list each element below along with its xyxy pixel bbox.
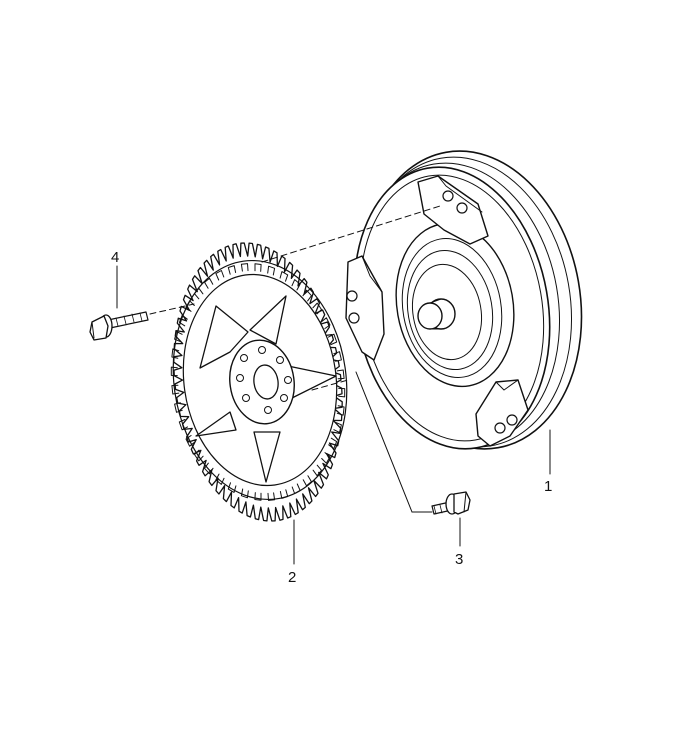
callout-3: 3 xyxy=(455,517,463,568)
torque-converter xyxy=(345,150,583,450)
callout-label-2: 2 xyxy=(288,569,296,586)
callout-2: 2 xyxy=(288,519,296,586)
ring-gear-slots xyxy=(170,263,346,501)
callout-4: 4 xyxy=(111,249,119,309)
callout-label-3: 3 xyxy=(455,551,463,568)
callout-label-1: 1 xyxy=(544,478,552,495)
hex-bolt-lower xyxy=(431,491,471,515)
assembly-guide-lines xyxy=(149,205,441,513)
callout-label-4: 4 xyxy=(111,249,119,266)
callout-1: 1 xyxy=(544,429,552,495)
hex-bolt-upper xyxy=(89,311,149,341)
drive-plate-ring-gear xyxy=(170,242,348,522)
